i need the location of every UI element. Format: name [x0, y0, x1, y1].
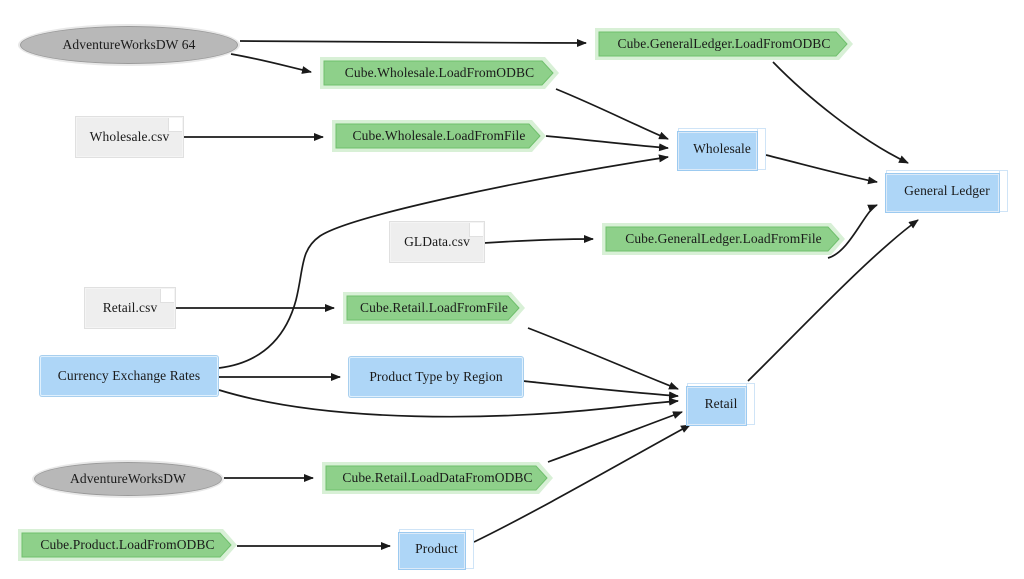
node-cube-generalledger-loadfromodbc[interactable]: Cube.GeneralLedger.LoadFromODBC	[595, 28, 853, 60]
box-side	[465, 529, 474, 569]
page-fold-icon	[160, 289, 174, 303]
box-side	[999, 170, 1008, 212]
edge-cube-gl-odbc-to-general-ledger	[772, 61, 909, 164]
box-side	[757, 128, 766, 170]
box-face	[399, 533, 465, 569]
node-cube-wholesale-loadfromfile[interactable]: Cube.Wholesale.LoadFromFile	[332, 120, 546, 152]
box-face	[687, 387, 746, 425]
node-product-type-by-region[interactable]: Product Type by Region	[349, 357, 523, 397]
hexagon-shape	[343, 292, 525, 324]
node-label: Currency Exchange Rates	[57, 368, 201, 383]
node-cube-wholesale-loadfromodbc[interactable]: Cube.Wholesale.LoadFromODBC	[320, 57, 559, 89]
edge-retail-to-general-ledger	[747, 219, 919, 382]
node-wholesale[interactable]: Wholesale	[678, 128, 766, 170]
box-side	[746, 383, 755, 425]
node-currency-exchange-rates[interactable]: Currency Exchange Rates	[40, 356, 218, 396]
node-cube-product-loadfromodbc[interactable]: Cube.Product.LoadFromODBC	[18, 529, 237, 561]
node-cube-generalledger-loadfromfile[interactable]: Cube.GeneralLedger.LoadFromFile	[602, 223, 845, 255]
page-fold-icon	[168, 118, 182, 132]
node-cube-retail-loadfromfile[interactable]: Cube.Retail.LoadFromFile	[343, 292, 525, 324]
page-fold-icon	[469, 223, 483, 237]
hexagon-shape	[320, 57, 559, 89]
hexagon-shape	[18, 529, 237, 561]
edge-awdw64-to-cube-gl-odbc	[239, 38, 587, 47]
node-label: Wholesale.csv	[89, 129, 170, 144]
node-adventureworksdw[interactable]: AdventureWorksDW	[32, 460, 224, 498]
hexagon-shape	[322, 462, 553, 494]
box-face	[886, 174, 999, 212]
node-gldata-csv[interactable]: GLData.csv	[390, 222, 484, 262]
node-adventureworksdw64[interactable]: AdventureWorksDW 64	[18, 24, 240, 66]
edge-cube-ws-file-to-wholesale	[545, 135, 669, 152]
node-retail-csv[interactable]: Retail.csv	[85, 288, 175, 328]
edge-currency-to-wholesale	[218, 154, 669, 369]
edge-wholesale-to-general-ledger	[765, 154, 878, 185]
node-cube-retail-loaddatafromodbc[interactable]: Cube.Retail.LoadDataFromODBC	[322, 462, 553, 494]
edge-currency-to-retail	[218, 389, 679, 418]
edge-cube-rt-data-odbc-to-retail	[547, 411, 683, 463]
edge-cube-gl-file-to-general-ledger	[827, 204, 878, 259]
node-product[interactable]: Product	[399, 529, 474, 569]
edge-cube-rt-file-to-retail	[527, 327, 679, 390]
hexagon-shape	[602, 223, 845, 255]
node-wholesale-csv[interactable]: Wholesale.csv	[76, 117, 183, 157]
hexagon-shape	[595, 28, 853, 60]
hexagon-shape	[332, 120, 546, 152]
edge-cube-ws-odbc-to-wholesale	[555, 88, 669, 140]
node-label: Product Type by Region	[369, 369, 503, 384]
edge-gldata-csv-to-cube-gl-file	[483, 235, 594, 244]
edge-product-to-retail	[473, 424, 691, 543]
edge-awdw64-to-cube-ws-odbc	[230, 53, 312, 74]
edge-product-type-to-retail	[522, 380, 679, 400]
node-general-ledger[interactable]: General Ledger	[886, 170, 1008, 212]
node-label: AdventureWorksDW	[70, 471, 186, 486]
node-label: AdventureWorksDW 64	[62, 37, 196, 52]
box-face	[678, 132, 757, 170]
node-retail[interactable]: Retail	[687, 383, 755, 425]
